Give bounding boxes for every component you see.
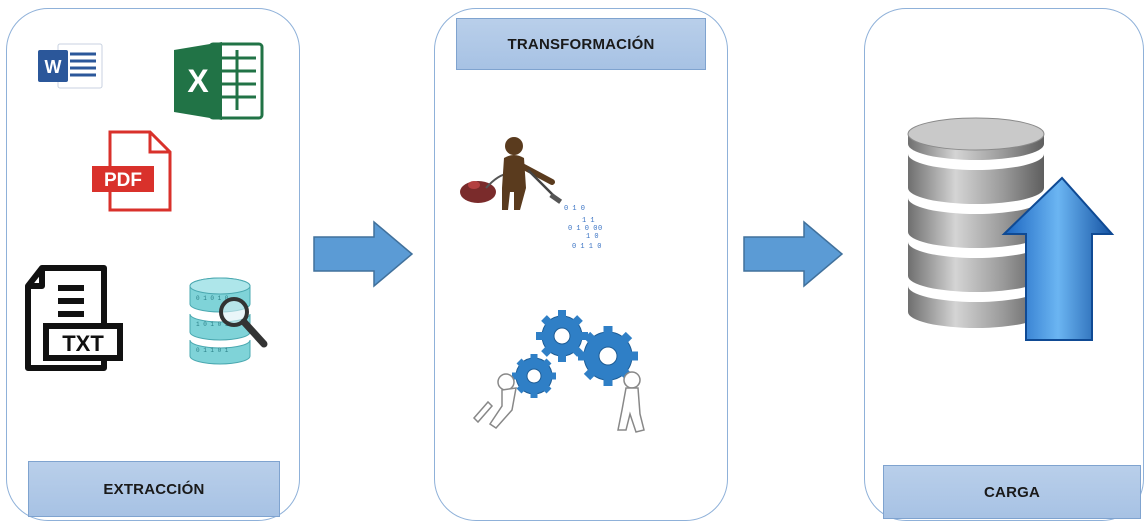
vacuum-cleaning-icon: 0 1 0 1 1 0 1 0 0 1 0 0 1 1 0 0: [460, 137, 602, 251]
txt-file-icon: TXT: [25, 265, 123, 371]
svg-text:1 0 1 0 1: 1 0 1 0 1: [196, 321, 229, 328]
svg-text:0 1 1 0: 0 1 1 0: [572, 243, 601, 251]
flow-arrow-2: [743, 220, 844, 288]
svg-text:TXT: TXT: [62, 331, 104, 356]
word-icon: W: [38, 43, 103, 89]
load-label: CARGA: [883, 465, 1141, 519]
database-search-icon: 0 1 0 1 0 1 0 1 0 1 0 1 1 0 1: [189, 277, 268, 365]
svg-text:X: X: [187, 63, 209, 99]
svg-text:0 1 1 0 1: 0 1 1 0 1: [196, 347, 229, 354]
pdf-icon: PDF: [92, 130, 172, 212]
svg-text:PDF: PDF: [104, 170, 142, 191]
svg-text:0 1 0 1 0: 0 1 0 1 0: [196, 295, 229, 302]
svg-text:1 1: 1 1: [582, 217, 595, 225]
flow-arrow-1: [313, 220, 414, 288]
svg-text:0 1 0 0: 0 1 0 0: [568, 225, 597, 233]
svg-text:1 0: 1 0: [586, 233, 599, 241]
gears-teamwork-icon: [472, 310, 645, 433]
transformation-label: TRANSFORMACIÓN: [456, 18, 706, 70]
excel-icon: X: [174, 42, 264, 120]
svg-text:W: W: [45, 57, 62, 77]
extraction-label: EXTRACCIÓN: [28, 461, 280, 517]
svg-text:0: 0: [598, 225, 602, 233]
database-upload-icon: [907, 117, 1115, 341]
transformation-panel: [434, 8, 728, 521]
svg-text:0 1 0: 0 1 0: [564, 205, 585, 213]
